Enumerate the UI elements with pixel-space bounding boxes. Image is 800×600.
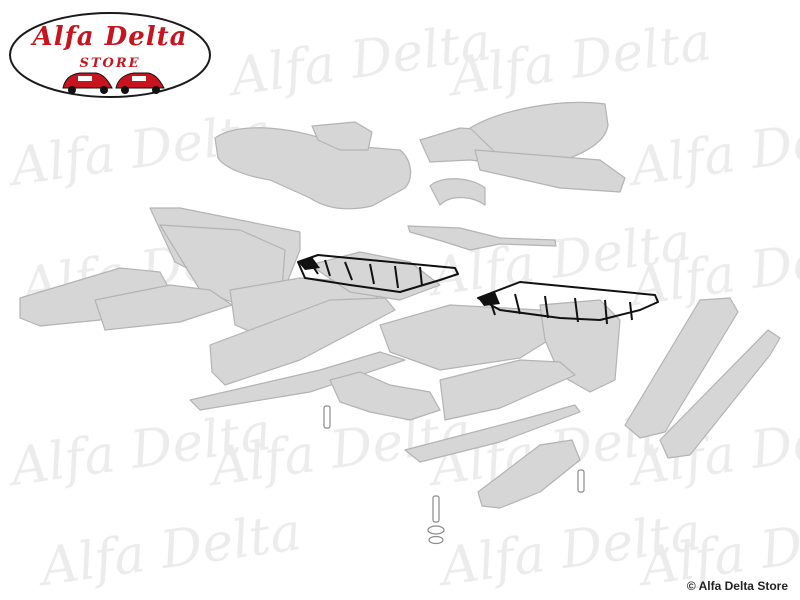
rear-arch-panel (311, 121, 373, 151)
car-icon (115, 72, 165, 94)
rear-jack-plate (477, 439, 581, 509)
right-outer-sill (659, 329, 781, 459)
left-floor-rail (209, 297, 396, 386)
center-mount-bracket (329, 371, 441, 421)
washer (427, 525, 445, 535)
wheel-arch (429, 178, 486, 206)
rear-floor-pan (469, 101, 609, 163)
washer (428, 535, 444, 545)
logo-subtitle: STORE (79, 56, 141, 71)
rear-sill-bar (474, 149, 626, 193)
highlighted-right-stiffener-ribs (489, 293, 633, 325)
highlighted-right-edge (478, 292, 500, 306)
highlighted-left-floor-stiffener (297, 254, 459, 293)
rear-tunnel-panel (214, 127, 412, 210)
bolt (432, 495, 440, 523)
right-upper-sill (624, 297, 739, 439)
center-floor-pan (379, 304, 566, 371)
copyright-notice: © Alfa Delta Store (686, 579, 788, 593)
logo-title: Alfa Delta (32, 22, 188, 52)
right-rear-rail (439, 359, 576, 421)
bolt (577, 469, 585, 493)
bolt (323, 405, 331, 429)
alfa-delta-store-logo: Alfa Delta STORE (8, 10, 212, 100)
car-icon (62, 72, 113, 94)
left-lower-sill (189, 351, 406, 411)
mid-brace (407, 225, 557, 251)
highlighted-left-edge (298, 257, 320, 270)
right-lower-sill (404, 404, 581, 463)
